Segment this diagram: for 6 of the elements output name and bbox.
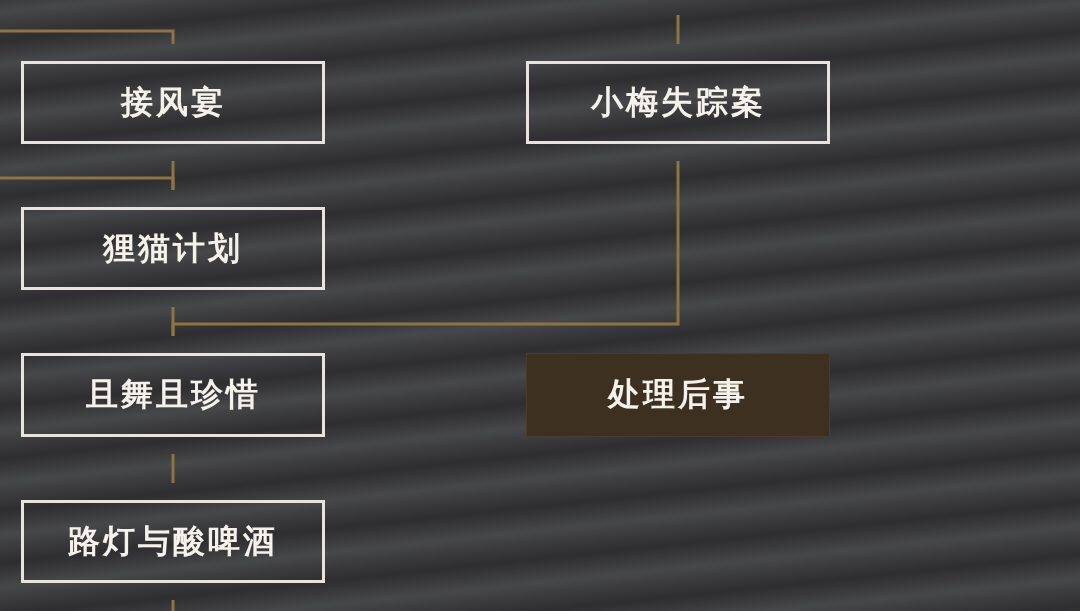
title-box: 路灯与酸啤酒	[21, 500, 325, 583]
title-box: 小梅失踪案	[526, 61, 830, 144]
title-box: 且舞且珍惜	[21, 353, 325, 437]
title-box: 接风宴	[21, 61, 325, 144]
highlighted-box: 处理后事	[526, 353, 830, 437]
title-box: 狸猫计划	[21, 207, 325, 290]
